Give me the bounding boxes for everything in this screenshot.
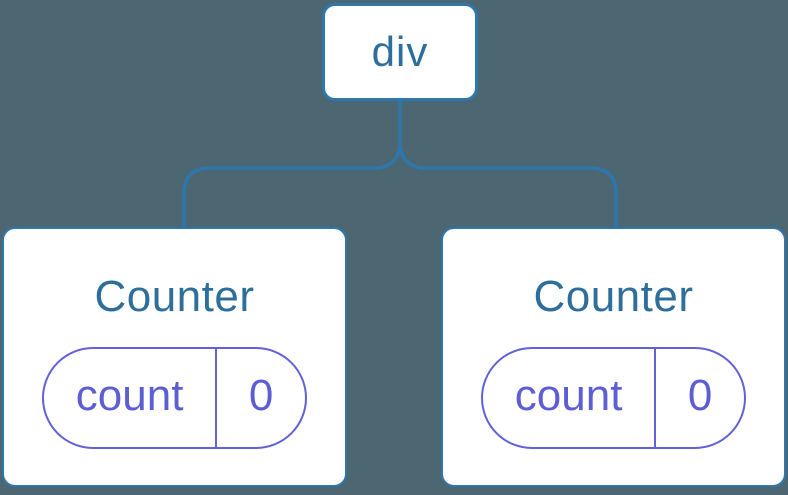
state-key-cell: count: [483, 349, 657, 447]
component-title: Counter: [533, 272, 694, 321]
connector-branch-right: [398, 140, 618, 227]
state-value: 0: [687, 371, 713, 420]
state-key-label: count: [75, 371, 184, 420]
component-card-left: Counter count 0: [2, 227, 347, 487]
component-title: Counter: [94, 272, 255, 321]
tree-root-node: div: [322, 3, 478, 101]
state-value-cell: 0: [656, 349, 744, 447]
state-value: 0: [248, 371, 274, 420]
state-pill: count 0: [481, 347, 746, 449]
state-key-cell: count: [44, 349, 218, 447]
component-card-right: Counter count 0: [441, 227, 786, 487]
state-value-cell: 0: [217, 349, 305, 447]
state-pill: count 0: [42, 347, 307, 449]
root-node-label: div: [371, 28, 429, 75]
state-key-label: count: [514, 371, 623, 420]
connector-branch-left: [182, 140, 402, 227]
